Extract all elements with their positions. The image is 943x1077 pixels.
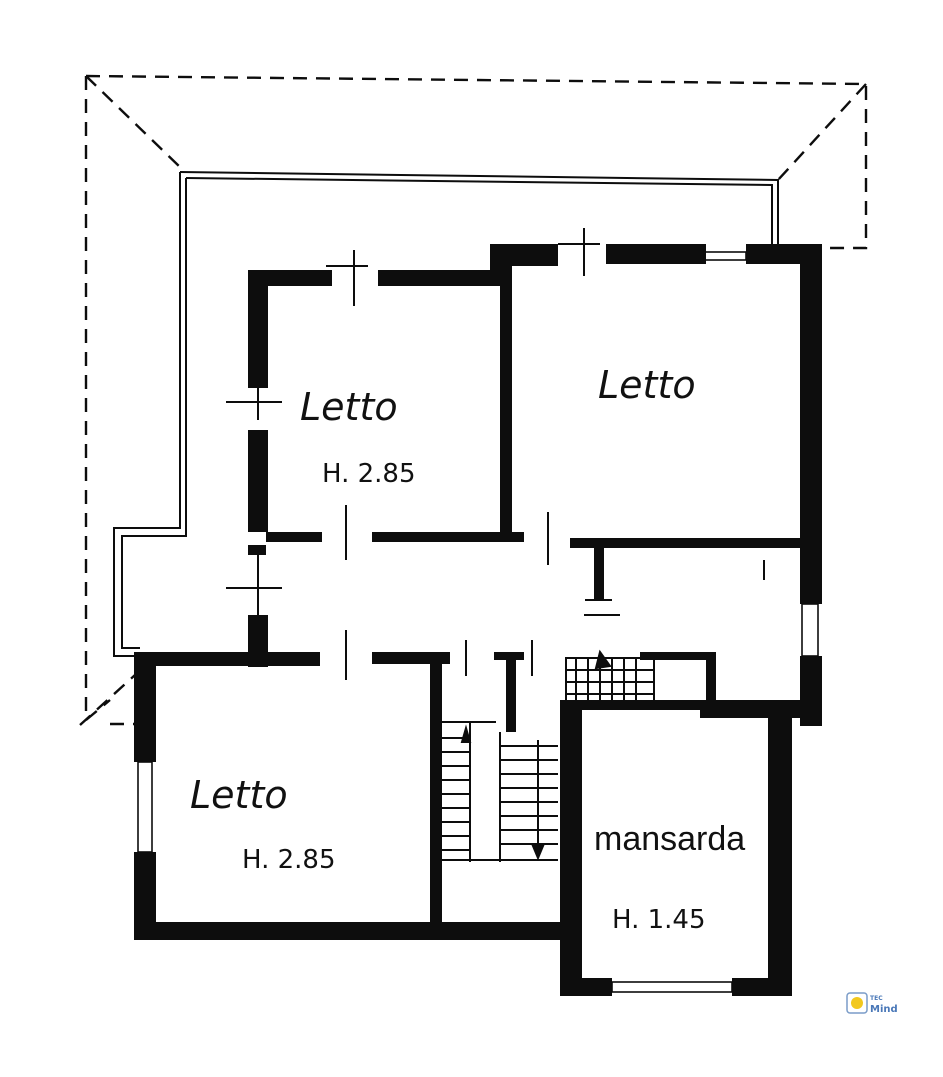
door-marks — [226, 228, 765, 680]
logo-small-text: TEC — [870, 995, 883, 1002]
roof-outline — [79, 74, 868, 726]
watermark-logo: TEC Mind — [846, 992, 898, 1015]
logo-big-text: Mind — [870, 1004, 898, 1015]
room-height-attic: H. 1.45 — [612, 905, 706, 935]
room-height-bedroom-top-left: H. 2.85 — [322, 459, 416, 489]
room-label-bedroom-top-left: Letto — [300, 385, 398, 429]
room-label-attic: mansarda — [594, 820, 745, 858]
staircase — [437, 649, 655, 862]
room-label-bedroom-bottom-left: Letto — [190, 773, 288, 817]
room-height-bedroom-bottom-left: H. 2.85 — [242, 845, 336, 875]
room-label-bedroom-top-right: Letto — [598, 363, 696, 407]
windows — [137, 251, 819, 993]
walls — [134, 244, 822, 996]
balcony-outline — [113, 171, 779, 657]
